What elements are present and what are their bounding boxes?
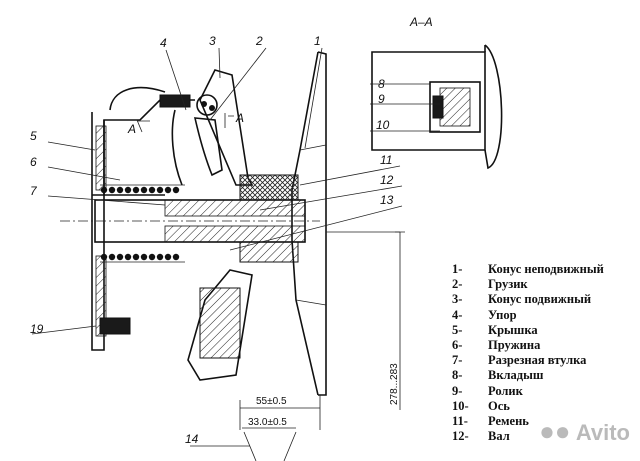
spring-coil — [172, 186, 180, 194]
dimension-55: 55±0.5 — [256, 396, 287, 407]
callout-9: 9 — [378, 92, 385, 106]
shaft-assembly — [60, 174, 320, 335]
callout-10: 10 — [376, 118, 390, 132]
callout-19: 19 — [30, 322, 44, 336]
legend-number: 3- — [452, 292, 463, 307]
spring-coil — [156, 186, 164, 194]
callout-13: 13 — [380, 193, 394, 207]
spring-coil — [100, 186, 108, 194]
spring-coil — [124, 186, 132, 194]
legend-number: 11- — [452, 414, 468, 429]
section-a-a — [370, 44, 503, 170]
spring — [100, 184, 185, 263]
legend-number: 12- — [452, 429, 469, 444]
watermark-text: Avito — [575, 420, 630, 445]
spring-coil — [116, 186, 124, 194]
legend-item: 2- Грузик — [452, 277, 638, 292]
callout-5: 5 — [30, 129, 37, 143]
legend-item: 8- Вкладыш — [452, 368, 638, 383]
callout-12: 12 — [380, 173, 394, 187]
legend-text: Разрезная втулка — [488, 353, 587, 368]
legend-text: Ремень — [488, 414, 529, 429]
dimension-278: 278...283 — [389, 363, 400, 405]
callout-3: 3 — [209, 34, 216, 48]
legend-number: 10- — [452, 398, 469, 413]
legend-text: Ролик — [488, 383, 523, 398]
legend-number: 1- — [452, 262, 463, 276]
legend-number: 2- — [452, 277, 463, 292]
legend-text: Упор — [488, 307, 517, 322]
section-mark-left: A — [127, 122, 136, 136]
callout-7: 7 — [30, 184, 38, 198]
avito-watermark: ●● Avito — [539, 416, 630, 447]
legend-number: 9- — [452, 383, 463, 398]
legend-item: 12- Вал — [452, 429, 638, 444]
spring-coil — [116, 253, 124, 261]
spring-coil — [108, 253, 116, 261]
legend-item: 10- Ось — [452, 399, 638, 414]
legend-number: 6- — [452, 338, 463, 353]
legend-item: 9- Ролик — [452, 384, 638, 399]
spring-coil — [172, 253, 180, 261]
legend-number: 4- — [452, 307, 463, 322]
spring-coil — [148, 186, 156, 194]
cover — [91, 86, 195, 351]
legend-item: 5- Крышка — [452, 323, 638, 338]
callout-1: 1 — [314, 34, 321, 48]
legend-item: 7- Разрезная втулка — [452, 353, 638, 368]
legend-text: Конус неподвижный — [488, 262, 604, 276]
leader-lines — [31, 47, 403, 447]
stop-and-weight — [159, 94, 223, 186]
spring-coil — [164, 186, 172, 194]
fixed-cone — [291, 51, 327, 396]
callout-8: 8 — [378, 77, 385, 91]
callout-2: 2 — [255, 34, 263, 48]
legend-item: 1- Конус неподвижный — [452, 262, 638, 277]
section-mark-right: A — [235, 111, 244, 125]
spring-coil — [156, 253, 164, 261]
legend-text: Вкладыш — [488, 368, 544, 383]
spring-coil — [148, 253, 156, 261]
spring-coil — [100, 253, 108, 261]
legend-text: Пружина — [488, 338, 541, 353]
callout-11: 11 — [380, 153, 392, 167]
parts-legend: 1- Конус неподвижный 2- Грузик 3- Конус подви… — [452, 262, 638, 444]
section-title: А–А — [409, 15, 433, 29]
legend-number: 8- — [452, 368, 463, 383]
legend-item: 6- Пружина — [452, 338, 638, 353]
legend-item: 3- Конус подвижный — [452, 292, 638, 307]
legend-text: Грузик — [488, 277, 528, 292]
spring-coil — [108, 186, 116, 194]
legend-text: Ось — [488, 398, 510, 413]
spring-coil — [132, 253, 140, 261]
spring-coil — [124, 253, 132, 261]
dimension-lines — [239, 231, 405, 461]
legend-item: 11- Ремень — [452, 414, 638, 429]
legend-item: 4- Упор — [452, 308, 638, 323]
legend-text: Конус подвижный — [488, 292, 592, 307]
callout-4: 4 — [160, 36, 167, 50]
spring-coil — [164, 253, 172, 261]
legend-number: 7- — [452, 353, 463, 368]
legend-number: 5- — [452, 322, 463, 337]
legend-text: Вал — [488, 429, 510, 444]
spring-coil — [140, 253, 148, 261]
dimension-33: 33.0±0.5 — [248, 417, 287, 428]
callout-14: 14 — [185, 432, 199, 446]
spring-coil — [140, 186, 148, 194]
watermark-dots-icon: ●● — [539, 416, 571, 446]
legend-text: Крышка — [488, 322, 538, 337]
spring-coil — [132, 186, 140, 194]
callout-6: 6 — [30, 155, 37, 169]
